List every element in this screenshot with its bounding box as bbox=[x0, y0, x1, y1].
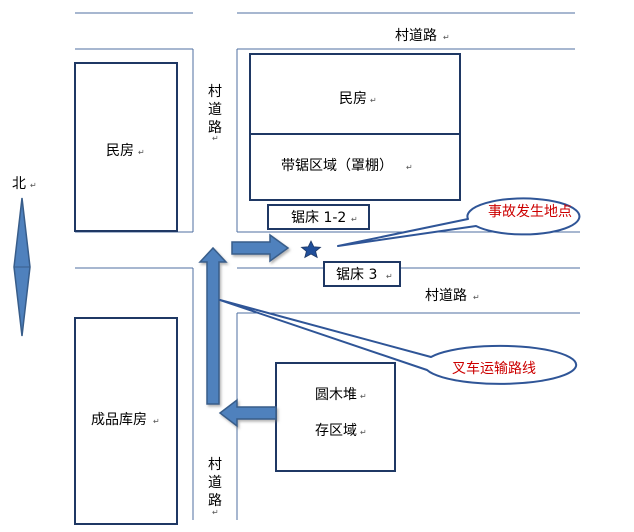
svg-text:北: 北 bbox=[12, 176, 26, 192]
svg-text:↵: ↵ bbox=[212, 508, 219, 517]
house-right-box bbox=[249, 53, 461, 201]
svg-text:村: 村 bbox=[208, 457, 222, 473]
svg-text:↵: ↵ bbox=[386, 272, 393, 281]
svg-text:↵: ↵ bbox=[138, 148, 145, 157]
svg-text:↵: ↵ bbox=[351, 215, 358, 224]
accident-callout-text: 事故发生地点 bbox=[488, 204, 572, 220]
saw-bed-3-box bbox=[323, 261, 401, 287]
svg-text:带锯区域（罩棚）: 带锯区域（罩棚） bbox=[281, 158, 393, 174]
road-left-upper-label: 村 道 路 ↵ bbox=[208, 84, 222, 143]
svg-text:村: 村 bbox=[208, 84, 222, 100]
svg-text:存区域: 存区域 bbox=[315, 423, 357, 439]
road-top-label: 村道路 ↵ bbox=[395, 28, 450, 44]
svg-text:锯床 3: 锯床 3 bbox=[336, 267, 377, 283]
road-right-mid-label: 村道路 ↵ bbox=[425, 288, 480, 304]
accident-callout-bubble bbox=[337, 197, 581, 247]
svg-text:成品库房: 成品库房 bbox=[91, 412, 147, 428]
svg-text:↵: ↵ bbox=[360, 392, 367, 401]
saw-bed-1-2-box bbox=[267, 204, 370, 230]
svg-text:圆木堆: 圆木堆 bbox=[315, 387, 357, 403]
warehouse-label: 成品库房 ↵ bbox=[91, 412, 160, 428]
house-right-label: 民房 ↵ bbox=[339, 91, 377, 107]
forklift-callout-bubble bbox=[219, 299, 578, 385]
svg-text:↵: ↵ bbox=[443, 33, 450, 42]
house-left-label: 民房 ↵ bbox=[106, 143, 145, 159]
svg-text:道: 道 bbox=[208, 475, 222, 491]
svg-text:锯床 1-2: 锯床 1-2 bbox=[291, 210, 346, 226]
svg-text:道: 道 bbox=[208, 102, 222, 118]
saw-area-label: 带锯区域（罩棚） ↵ bbox=[281, 158, 413, 174]
svg-text:村道路: 村道路 bbox=[395, 28, 437, 44]
route-arrow-right bbox=[231, 233, 290, 263]
svg-text:路: 路 bbox=[208, 493, 222, 509]
svg-text:↵: ↵ bbox=[473, 293, 480, 302]
svg-text:↵: ↵ bbox=[360, 428, 367, 437]
saw-bed-1-2-label: 锯床 1-2 ↵ bbox=[291, 210, 358, 226]
svg-text:村道路: 村道路 bbox=[425, 288, 467, 304]
svg-text:↵: ↵ bbox=[406, 163, 413, 172]
svg-text:民房: 民房 bbox=[339, 91, 367, 107]
svg-text:路: 路 bbox=[208, 120, 222, 136]
log-storage-label: 圆木堆 ↵ 存区域 ↵ bbox=[315, 387, 367, 439]
svg-text:↵: ↵ bbox=[212, 134, 219, 143]
route-arrow-left bbox=[218, 398, 277, 428]
house-left-box bbox=[74, 62, 178, 232]
route-arrow-up bbox=[198, 246, 228, 405]
svg-text:↵: ↵ bbox=[30, 181, 37, 190]
forklift-callout-text: 叉车运输路线 bbox=[452, 360, 536, 377]
log-storage-box bbox=[275, 362, 396, 472]
svg-text:↵: ↵ bbox=[153, 417, 160, 426]
svg-text:民房: 民房 bbox=[106, 143, 134, 159]
north-label: 北 ↵ bbox=[12, 176, 37, 192]
road-left-lower-label: 村 道 路 ↵ bbox=[208, 457, 222, 517]
svg-text:↵: ↵ bbox=[370, 96, 377, 105]
warehouse-box bbox=[74, 317, 178, 525]
saw-bed-3-label: 锯床 3 ↵ bbox=[336, 267, 393, 283]
star-icon bbox=[300, 240, 322, 259]
